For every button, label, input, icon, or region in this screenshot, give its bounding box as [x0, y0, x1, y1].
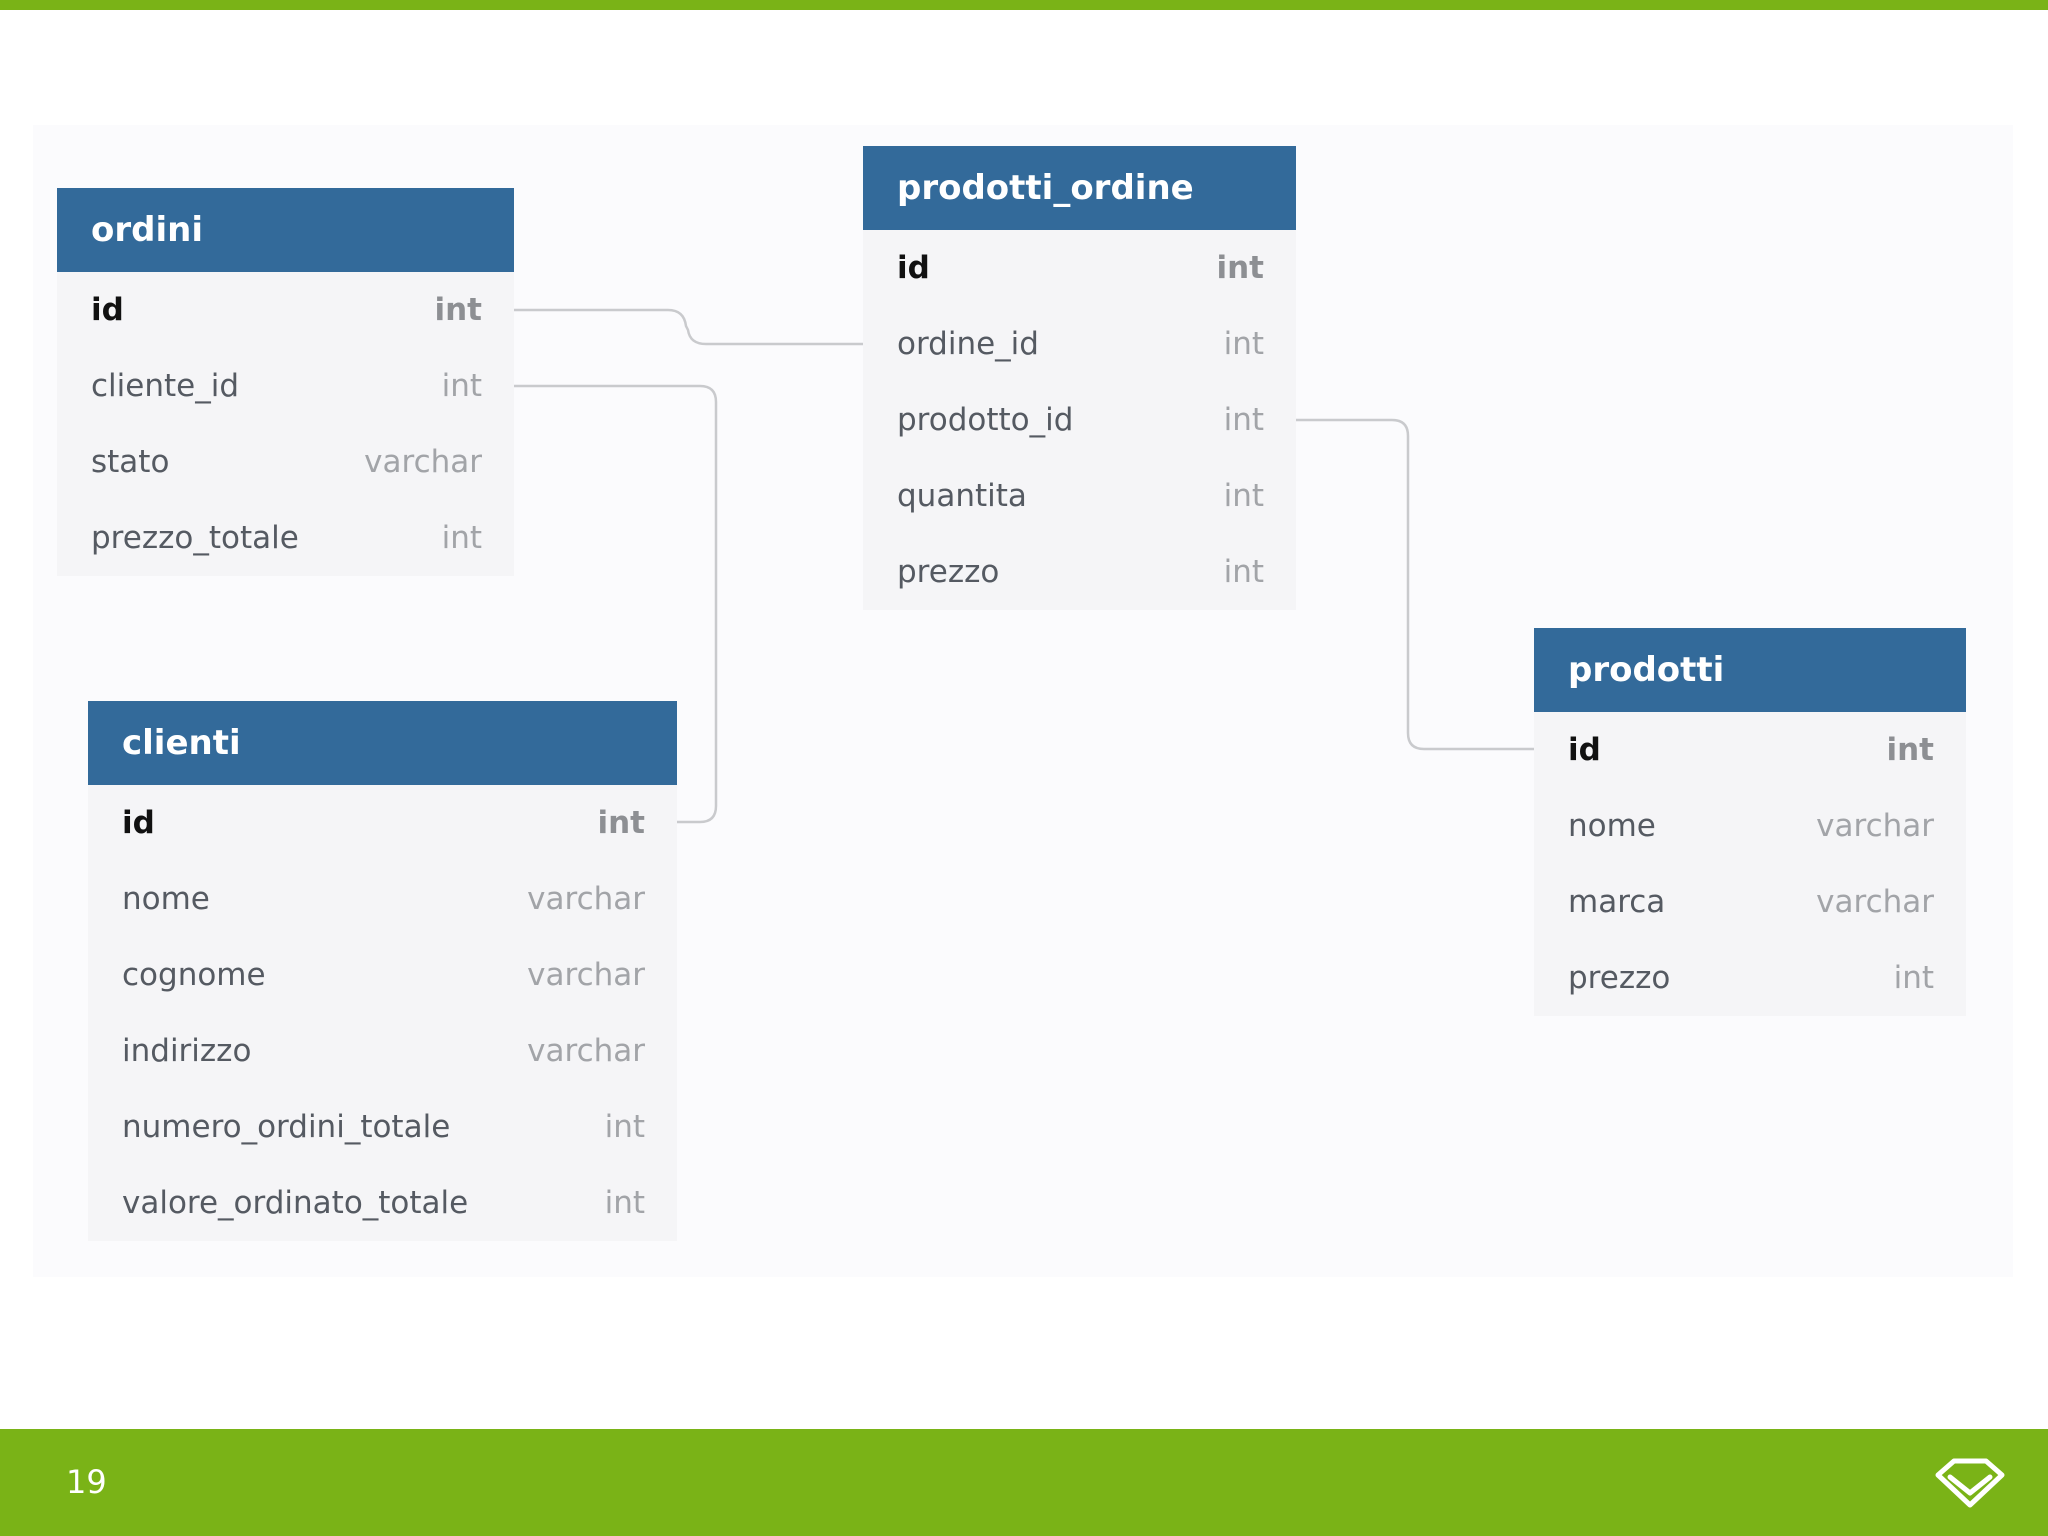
field-name: marca: [1568, 884, 1666, 920]
field-name: id: [122, 805, 155, 841]
field-row[interactable]: id int: [1534, 712, 1966, 788]
table-ordini-title[interactable]: ordini: [57, 188, 514, 272]
table-prodotti-title[interactable]: prodotti: [1534, 628, 1966, 712]
field-name: id: [91, 292, 124, 328]
field-name: cliente_id: [91, 368, 240, 404]
field-type: int: [434, 292, 482, 328]
field-type: varchar: [364, 444, 482, 480]
table-prodotti-ordine[interactable]: prodotti_ordine id int ordine_id int pro…: [863, 146, 1296, 610]
field-row[interactable]: ordine_id int: [863, 306, 1296, 382]
field-row[interactable]: id int: [57, 272, 514, 348]
field-type: int: [1216, 250, 1264, 286]
field-type: int: [441, 368, 482, 404]
field-row[interactable]: id int: [863, 230, 1296, 306]
relation-ordini-id-prodotti-ordine-ordine-id: [514, 308, 863, 346]
page-number: 19: [66, 1463, 107, 1501]
field-row[interactable]: nome varchar: [1534, 788, 1966, 864]
field-type: varchar: [527, 881, 645, 917]
field-row[interactable]: numero_ordini_totale int: [88, 1089, 677, 1165]
field-name: valore_ordinato_totale: [122, 1185, 469, 1221]
diamond-logo-icon: [1935, 1458, 2005, 1508]
footer-bar: 19: [0, 1429, 2048, 1536]
field-row[interactable]: prezzo int: [1534, 940, 1966, 1016]
field-name: id: [897, 250, 930, 286]
field-name: prezzo_totale: [91, 520, 299, 556]
field-row[interactable]: nome varchar: [88, 861, 677, 937]
table-prodotti-ordine-title[interactable]: prodotti_ordine: [863, 146, 1296, 230]
field-name: nome: [1568, 808, 1656, 844]
field-type: int: [604, 1185, 645, 1221]
field-row[interactable]: prezzo_totale int: [57, 500, 514, 576]
field-name: stato: [91, 444, 170, 480]
field-name: cognome: [122, 957, 266, 993]
field-row[interactable]: prodotto_id int: [863, 382, 1296, 458]
field-type: varchar: [1816, 884, 1934, 920]
field-row[interactable]: id int: [88, 785, 677, 861]
field-type: int: [1223, 554, 1264, 590]
field-name: prezzo: [897, 554, 1000, 590]
field-name: id: [1568, 732, 1601, 768]
field-name: quantita: [897, 478, 1027, 514]
field-name: ordine_id: [897, 326, 1039, 362]
field-type: int: [1223, 326, 1264, 362]
table-ordini[interactable]: ordini id int cliente_id int stato varch…: [57, 188, 514, 576]
field-type: varchar: [527, 957, 645, 993]
field-name: nome: [122, 881, 210, 917]
relation-prodotti-ordine-prodotto-id-prodotti-id: [1296, 418, 1534, 751]
field-type: int: [1886, 732, 1934, 768]
field-row[interactable]: marca varchar: [1534, 864, 1966, 940]
field-row[interactable]: prezzo int: [863, 534, 1296, 610]
table-clienti[interactable]: clienti id int nome varchar cognome varc…: [88, 701, 677, 1241]
top-accent-bar: [0, 0, 2048, 10]
relation-ordini-cliente-id-clienti-id: [514, 384, 718, 824]
field-type: varchar: [1816, 808, 1934, 844]
field-type: int: [597, 805, 645, 841]
table-clienti-title[interactable]: clienti: [88, 701, 677, 785]
field-row[interactable]: quantita int: [863, 458, 1296, 534]
field-row[interactable]: cognome varchar: [88, 937, 677, 1013]
field-type: int: [1893, 960, 1934, 996]
table-prodotti[interactable]: prodotti id int nome varchar marca varch…: [1534, 628, 1966, 1016]
field-row[interactable]: valore_ordinato_totale int: [88, 1165, 677, 1241]
field-row[interactable]: stato varchar: [57, 424, 514, 500]
field-type: int: [604, 1109, 645, 1145]
field-row[interactable]: indirizzo varchar: [88, 1013, 677, 1089]
field-name: numero_ordini_totale: [122, 1109, 451, 1145]
field-name: prodotto_id: [897, 402, 1074, 438]
field-name: prezzo: [1568, 960, 1671, 996]
field-type: int: [441, 520, 482, 556]
field-name: indirizzo: [122, 1033, 252, 1069]
field-type: int: [1223, 478, 1264, 514]
field-type: varchar: [527, 1033, 645, 1069]
field-row[interactable]: cliente_id int: [57, 348, 514, 424]
field-type: int: [1223, 402, 1264, 438]
